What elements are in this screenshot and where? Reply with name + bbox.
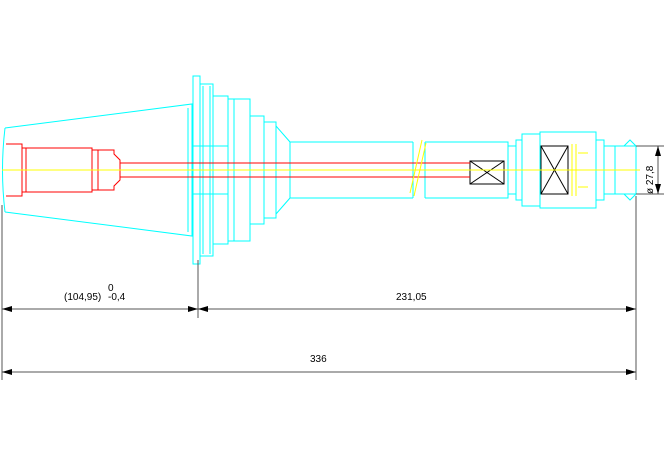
dimension-diameter: ø 27,8 — [645, 165, 656, 194]
center-axis — [2, 139, 640, 197]
dimension-tolerance-lower: -0,4 — [108, 292, 126, 303]
dimension-arrows — [2, 146, 661, 375]
dimension-tolerance-upper: 0 — [108, 283, 114, 294]
dimension-geometry — [1, 145, 664, 380]
dimension-total-length: 336 — [310, 354, 327, 365]
dimension-left-length: (104,95) — [64, 292, 101, 303]
internal-bore-crossed — [469, 160, 505, 185]
dimension-right-length: 231,05 — [396, 292, 427, 303]
